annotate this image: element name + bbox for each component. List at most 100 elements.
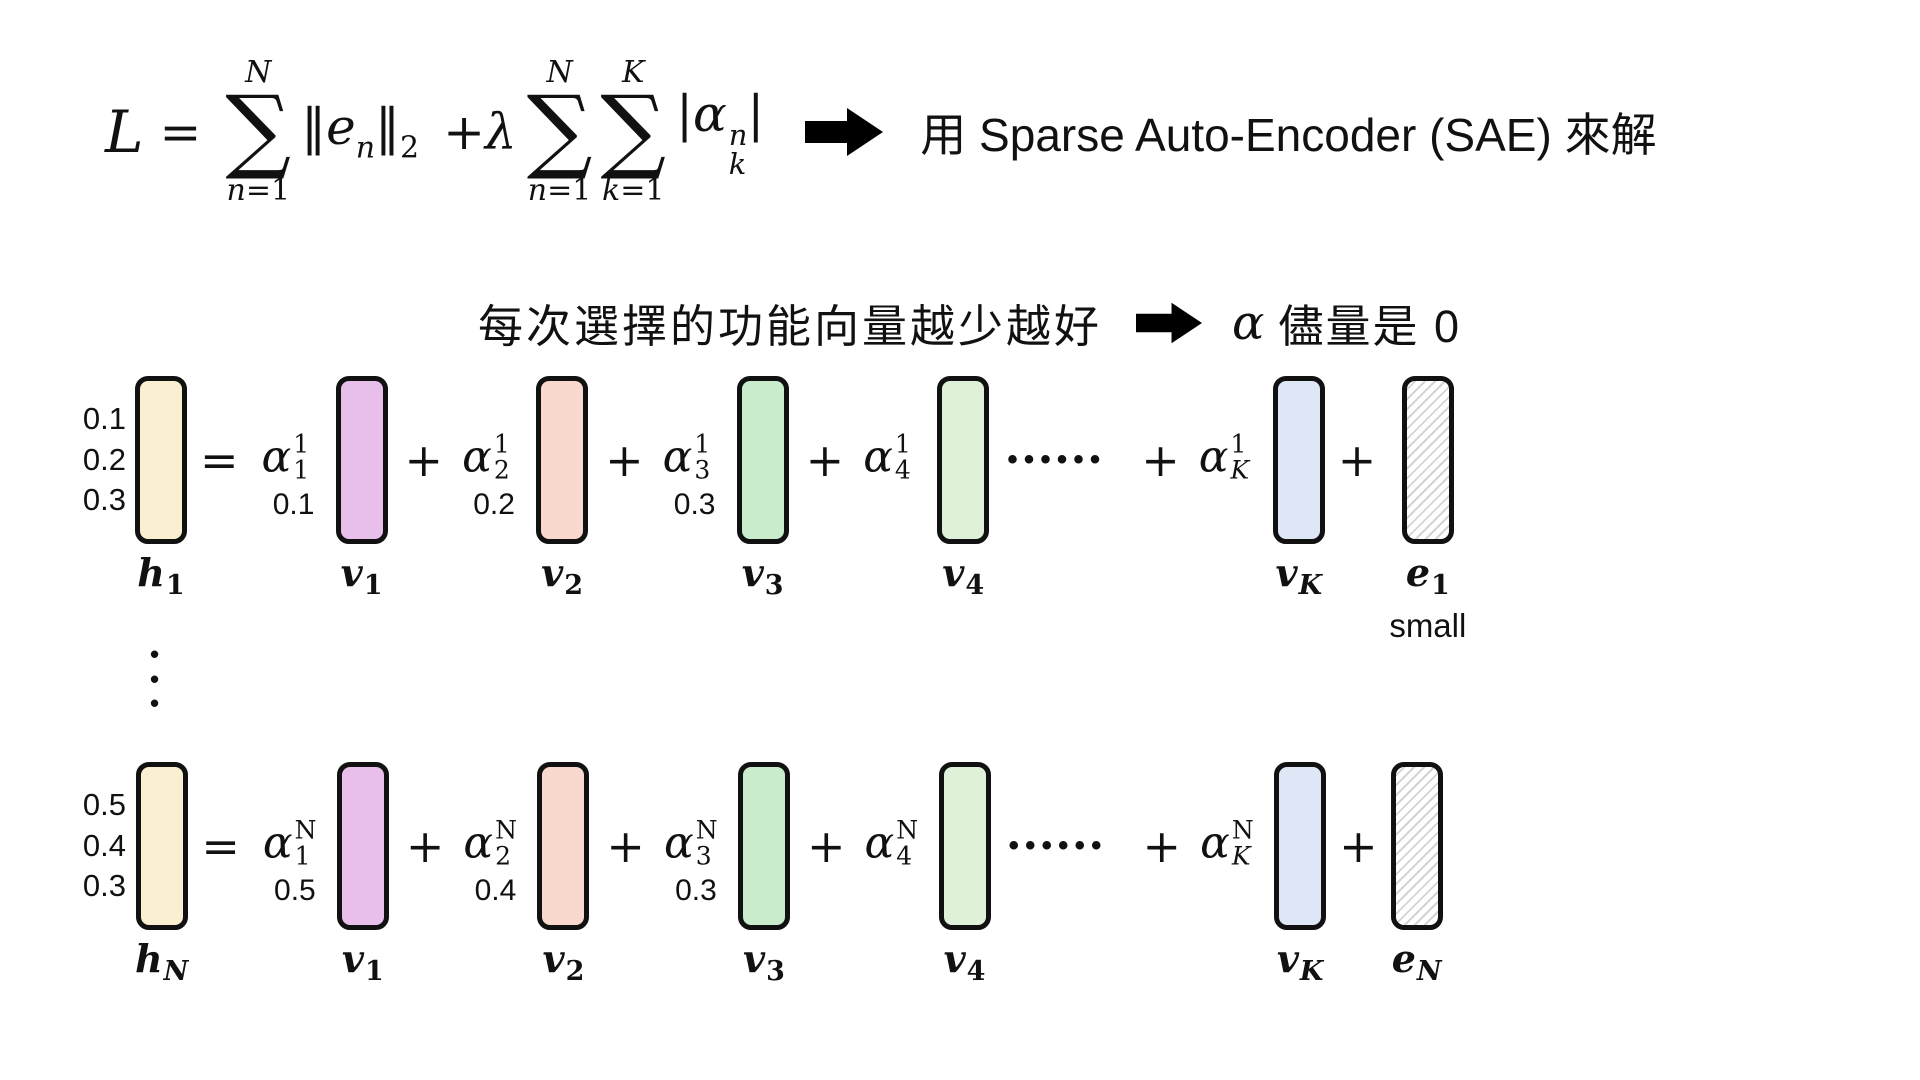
- feature-vector-label: vK: [1276, 936, 1324, 988]
- sum-over-k: K ∑ k=1: [600, 54, 667, 207]
- feature-vector-rect: [336, 762, 389, 930]
- error-vector-label: eN: [1391, 936, 1442, 988]
- sigma-symbol: ∑: [600, 75, 667, 183]
- h-value: 0.3: [82, 868, 126, 904]
- sum-over-n: N ∑ n=1: [225, 57, 292, 207]
- alpha-subscript: 1: [294, 840, 311, 870]
- norm-bar: ‖: [301, 98, 327, 157]
- alpha-subscript: 4: [896, 840, 913, 870]
- alpha-subscript: 3: [694, 454, 711, 484]
- plus-operator: +: [1339, 819, 1378, 873]
- feature-vector-label: v4: [942, 550, 985, 602]
- feature-vector: v3: [737, 762, 790, 988]
- plus-operator: +: [605, 433, 644, 487]
- coefficient-value: 0.5: [274, 874, 316, 907]
- coefficient-value: 0.3: [675, 874, 717, 907]
- sparsity-subtitle: 每次選擇的功能向量越少越好 α 儘量是 0: [478, 290, 1461, 355]
- alpha-superscript: 1: [694, 429, 711, 459]
- plus-operator: +: [1337, 433, 1377, 487]
- error-vector-rect: [1401, 376, 1454, 544]
- feature-vector: v3: [736, 376, 789, 602]
- alpha-subscript: 3: [695, 840, 712, 870]
- equals-sign: =: [159, 103, 202, 161]
- abs-bar: |: [747, 84, 765, 143]
- feature-vector-rect: [737, 762, 790, 930]
- sae-conclusion-text: 用 Sparse Auto-Encoder (SAE) 來解: [920, 109, 1657, 161]
- sum-upper-limit: K: [622, 54, 645, 90]
- feature-vector-rect: [335, 376, 388, 544]
- sigma-symbol: ∑: [526, 75, 593, 183]
- plus-operator: +: [404, 433, 444, 487]
- alpha-symbol: α: [261, 430, 292, 482]
- feature-vector-rect: [1272, 376, 1325, 544]
- h-vector: hN: [135, 762, 188, 985]
- sum-upper-limit: N: [546, 54, 573, 90]
- reconstruction-error-term: ‖en‖2: [301, 98, 420, 166]
- plus-operator: +: [606, 819, 645, 873]
- sum-over-n-2: N ∑ n=1: [526, 54, 593, 207]
- alpha-superscript: 1: [493, 429, 510, 459]
- alpha-superscript: N: [1231, 815, 1254, 845]
- h-vector-rect: [135, 762, 188, 930]
- feature-vector-label: v2: [542, 936, 585, 988]
- h-value: 0.5: [82, 786, 126, 822]
- dot: •: [150, 639, 160, 669]
- h-value: 0.2: [82, 441, 126, 477]
- coefficient-value: 0.2: [473, 488, 515, 521]
- h-vector: h1: [135, 376, 187, 599]
- feature-vector: v4: [938, 762, 991, 988]
- coefficient-value: 0.1: [272, 488, 315, 521]
- right-arrow-icon: [805, 108, 884, 156]
- norm-bar: ‖: [375, 98, 401, 157]
- alpha-symbol: α: [1232, 294, 1265, 351]
- h-vector-label: h1: [137, 550, 185, 602]
- h-vector-values: 0.1 0.2 0.3: [72, 376, 126, 544]
- alpha-symbol: α: [663, 816, 694, 868]
- error-vector-label: e1: [1405, 550, 1450, 602]
- feature-vector-rect: [536, 376, 589, 544]
- alpha-symbol: α: [462, 430, 492, 482]
- h-value: 0.4: [82, 827, 126, 863]
- sigma-symbol: ∑: [225, 75, 292, 183]
- feature-vector-rect: [938, 762, 991, 930]
- alpha-superscript: N: [896, 815, 919, 845]
- feature-vector-label: v3: [741, 550, 784, 602]
- alpha-symbol: α: [864, 816, 895, 868]
- plus-operator: +: [1142, 819, 1182, 873]
- lambda-symbol: λ: [485, 103, 517, 161]
- error-vector: eN: [1390, 762, 1443, 993]
- feature-vector: vK: [1272, 376, 1325, 599]
- right-arrow-icon: [1136, 302, 1203, 343]
- h-value: 0.1: [82, 400, 126, 436]
- alpha-symbol: α: [662, 430, 693, 482]
- vertical-ellipsis: • • •: [150, 639, 160, 716]
- alpha-symbol: α: [463, 816, 494, 868]
- feature-vector-label: v4: [943, 936, 986, 988]
- sparsity-subtitle-text: 每次選擇的功能向量越少越好: [478, 301, 1103, 352]
- dot: •: [150, 663, 160, 694]
- alpha-subscript: K: [1230, 454, 1250, 484]
- h-vector-values: 0.5 0.4 0.3: [72, 762, 126, 930]
- feature-vector-label: v3: [743, 936, 785, 988]
- error-vector: e1 small: [1389, 376, 1466, 645]
- abs-bar: |: [676, 84, 693, 143]
- feature-vector-rect: [537, 762, 590, 930]
- feature-vector: v2: [536, 376, 589, 599]
- alpha-zero-conclusion: α 儘量是 0: [1232, 294, 1461, 353]
- coefficient-value: 0.4: [474, 874, 517, 907]
- error-vector-rect: [1390, 762, 1443, 930]
- h-vector-rect: [135, 376, 187, 544]
